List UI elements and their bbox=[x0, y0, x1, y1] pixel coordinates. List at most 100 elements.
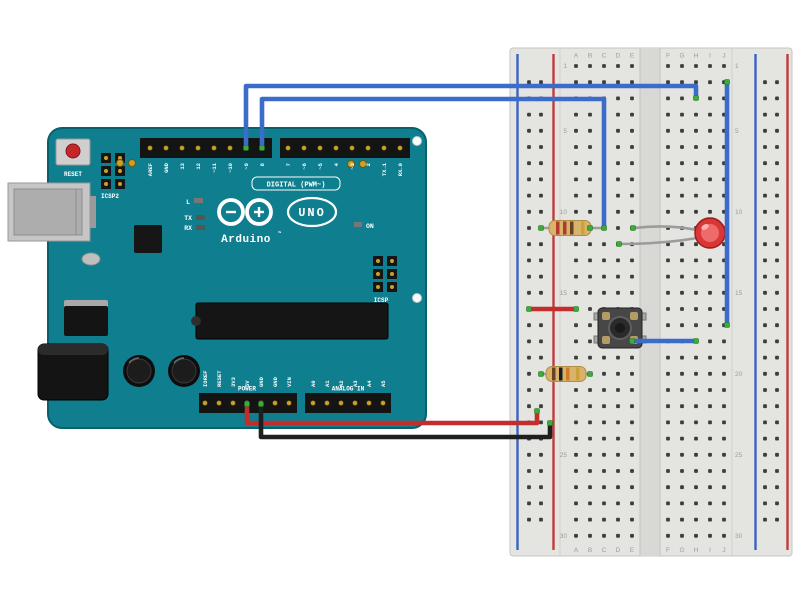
rail-hole bbox=[527, 274, 531, 279]
wire-plug bbox=[538, 371, 544, 377]
rail-hole bbox=[763, 452, 767, 457]
breadboard-hole bbox=[574, 355, 578, 360]
color-band bbox=[556, 221, 560, 235]
pin-hole bbox=[376, 272, 380, 276]
breadboard-hole bbox=[602, 517, 606, 522]
pin-label: ~6 bbox=[301, 163, 308, 170]
breadboard-hole bbox=[680, 452, 684, 457]
breadboard-hole bbox=[708, 80, 712, 85]
wire-plug bbox=[693, 338, 699, 344]
resistor-2[interactable] bbox=[539, 366, 592, 382]
wire-plug bbox=[629, 338, 635, 344]
wire-black-ground[interactable] bbox=[258, 401, 553, 440]
uno-text: UNO bbox=[298, 206, 326, 220]
pin-label: A0 bbox=[310, 380, 317, 387]
pin-hole[interactable] bbox=[349, 145, 355, 151]
mounting-hole bbox=[412, 136, 422, 146]
pin-hole[interactable] bbox=[365, 145, 371, 151]
breadboard-hole bbox=[722, 436, 726, 441]
breadboard-hole bbox=[666, 128, 670, 133]
pin-hole[interactable] bbox=[195, 145, 201, 151]
breadboard-hole bbox=[616, 452, 620, 457]
reset-label: RESET bbox=[64, 171, 82, 178]
breadboard-hole bbox=[574, 517, 578, 522]
pin-hole[interactable] bbox=[227, 145, 233, 151]
breadboard-hole bbox=[694, 242, 698, 247]
pin-hole[interactable] bbox=[338, 400, 344, 406]
wire-red-power[interactable] bbox=[244, 401, 540, 426]
digital-header-left[interactable] bbox=[140, 138, 272, 158]
rail-hole bbox=[527, 193, 531, 198]
rail-hole bbox=[763, 177, 767, 182]
rail-hole bbox=[539, 339, 543, 344]
breadboard-hole bbox=[630, 420, 634, 425]
rail-hole bbox=[763, 96, 767, 101]
breadboard-hole bbox=[602, 242, 606, 247]
rail-hole bbox=[539, 469, 543, 473]
breadboard[interactable]: AABBCCDDEEFFGGHHIIJJ11551010151520202525… bbox=[509, 47, 793, 557]
rail-hole bbox=[763, 242, 767, 247]
pushbutton[interactable] bbox=[593, 307, 647, 349]
breadboard-hole bbox=[574, 145, 578, 149]
breadboard-hole bbox=[588, 274, 592, 279]
rail-hole bbox=[527, 112, 531, 117]
breadboard-label: H bbox=[694, 53, 699, 60]
pin-hole[interactable] bbox=[381, 145, 387, 151]
rail-hole bbox=[775, 339, 779, 344]
pin-hole[interactable] bbox=[333, 145, 339, 151]
pin-hole[interactable] bbox=[317, 145, 323, 151]
breadboard-hole bbox=[722, 388, 726, 392]
digital-header-right[interactable] bbox=[280, 138, 410, 158]
pin-hole[interactable] bbox=[286, 400, 292, 406]
breadboard-hole bbox=[694, 274, 698, 279]
rail-hole bbox=[763, 258, 767, 263]
pin-hole[interactable] bbox=[366, 400, 372, 406]
rail-hole bbox=[775, 161, 779, 166]
pin-hole[interactable] bbox=[272, 400, 278, 406]
atmega-chip bbox=[191, 302, 389, 340]
pin-hole[interactable] bbox=[147, 145, 153, 151]
pin-hole[interactable] bbox=[324, 400, 330, 406]
rail-hole bbox=[527, 452, 531, 457]
pin-label: A2 bbox=[338, 380, 345, 387]
breadboard-hole bbox=[722, 371, 726, 376]
analog-header[interactable] bbox=[305, 393, 391, 413]
led-red[interactable] bbox=[617, 217, 726, 249]
breadboard-hole bbox=[694, 258, 698, 263]
pin-hole[interactable] bbox=[211, 145, 217, 151]
pin-hole[interactable] bbox=[216, 400, 222, 406]
wire-blue-pin8[interactable] bbox=[259, 96, 607, 231]
breadboard-hole bbox=[630, 517, 634, 522]
reset-button[interactable] bbox=[55, 138, 91, 166]
breadboard-label: E bbox=[630, 53, 635, 60]
pin-hole[interactable] bbox=[179, 145, 185, 151]
pin-hole[interactable] bbox=[163, 145, 169, 151]
rail-hole bbox=[527, 242, 531, 247]
pin-hole[interactable] bbox=[202, 400, 208, 406]
breadboard-label: 20 bbox=[735, 371, 743, 378]
pin-hole[interactable] bbox=[352, 400, 358, 406]
resistor-1[interactable] bbox=[539, 220, 606, 236]
rail-hole bbox=[763, 436, 767, 441]
pin-hole[interactable] bbox=[380, 400, 386, 406]
breadboard-hole bbox=[616, 112, 620, 117]
wire-blue-pin9[interactable] bbox=[243, 83, 699, 151]
pin-hole[interactable] bbox=[310, 400, 316, 406]
breadboard-hole bbox=[616, 290, 620, 295]
pin-hole[interactable] bbox=[301, 145, 307, 151]
breadboard-label: 1 bbox=[735, 63, 739, 70]
pin-hole[interactable] bbox=[230, 400, 236, 406]
wire-plug bbox=[573, 306, 579, 312]
breadboard-hole bbox=[616, 80, 620, 85]
pin-hole[interactable] bbox=[285, 145, 291, 151]
rail-hole bbox=[539, 242, 543, 247]
breadboard-hole bbox=[666, 517, 670, 522]
pin-hole[interactable] bbox=[397, 145, 403, 151]
breadboard-hole bbox=[680, 469, 684, 473]
pin-label: 12 bbox=[195, 163, 202, 170]
breadboard-hole bbox=[708, 388, 712, 392]
breadboard-label: D bbox=[616, 53, 621, 60]
pin-label: AREF bbox=[147, 163, 154, 176]
breadboard-hole bbox=[708, 485, 712, 490]
